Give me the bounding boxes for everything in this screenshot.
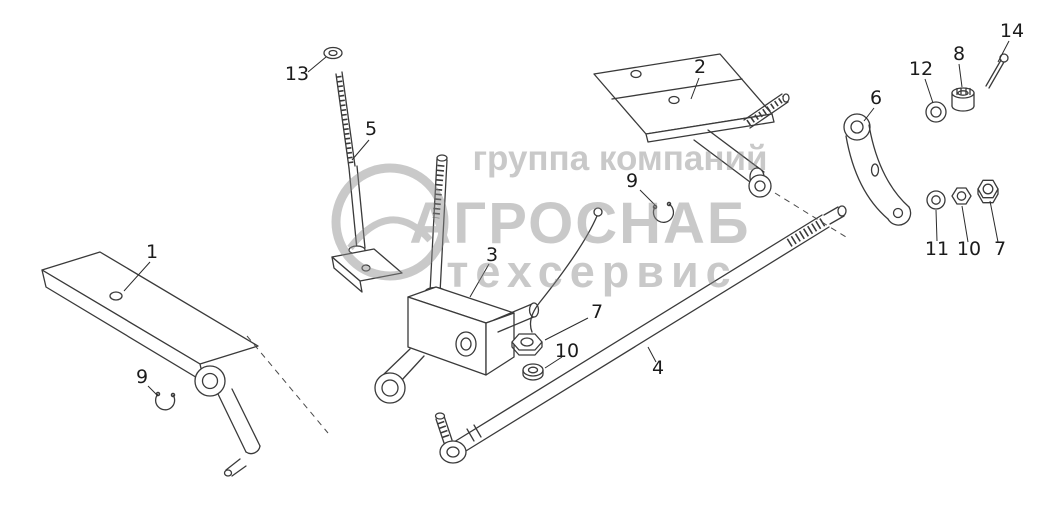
part-13-nut <box>323 46 343 60</box>
part-11-washer <box>926 190 946 210</box>
callout-6: 6 <box>870 87 882 109</box>
part-2-bracket <box>593 53 790 198</box>
part-1-lever-bracket <box>41 251 261 477</box>
alignment-dashes <box>246 192 847 434</box>
callout-4: 4 <box>652 357 664 379</box>
part-9-circlip-left <box>154 391 176 411</box>
callout-7-center: 7 <box>591 301 603 323</box>
watermark-logo-swoosh <box>347 216 433 251</box>
callout-9-center: 9 <box>626 170 638 192</box>
callout-10-right: 10 <box>957 238 981 260</box>
callout-14: 14 <box>1000 20 1024 42</box>
callout-labels: 1 2 3 4 5 6 7 7 8 9 9 10 10 11 12 13 14 <box>136 20 1024 388</box>
watermark-logo-icon <box>331 163 449 281</box>
callout-3: 3 <box>486 244 498 266</box>
part-5-threaded-rod <box>331 71 403 293</box>
part-6-lever-arm <box>843 113 912 226</box>
callout-1: 1 <box>146 241 158 263</box>
callout-8: 8 <box>953 43 965 65</box>
part-3-bracket-assembly <box>374 154 540 404</box>
watermark: группа компаний АГРОСНАБ техсервис <box>331 139 768 297</box>
part-12-washer <box>925 101 947 123</box>
part-14-cotter-pin <box>985 53 1009 89</box>
part-10-nut-right <box>951 187 972 205</box>
callout-13: 13 <box>285 63 309 85</box>
watermark-line3: техсервис <box>446 246 737 297</box>
callout-5: 5 <box>365 118 377 140</box>
callout-12: 12 <box>909 58 933 80</box>
part-10-washer-center <box>522 363 544 381</box>
callout-10-center: 10 <box>555 340 579 362</box>
callout-7-right: 7 <box>994 238 1006 260</box>
part-4-tie-rod <box>434 205 847 464</box>
leader-lines <box>123 40 1010 397</box>
callout-2: 2 <box>694 56 706 78</box>
part-7-nut-right <box>977 179 999 204</box>
part-7-nut-center <box>511 333 543 356</box>
watermark-line2: АГРОСНАБ <box>409 191 750 256</box>
callout-9-left: 9 <box>136 366 148 388</box>
watermark-line1: группа компаний <box>472 139 767 178</box>
part-8-castle-nut <box>951 87 975 112</box>
callout-11: 11 <box>925 238 949 260</box>
assembly-wire <box>529 207 603 333</box>
